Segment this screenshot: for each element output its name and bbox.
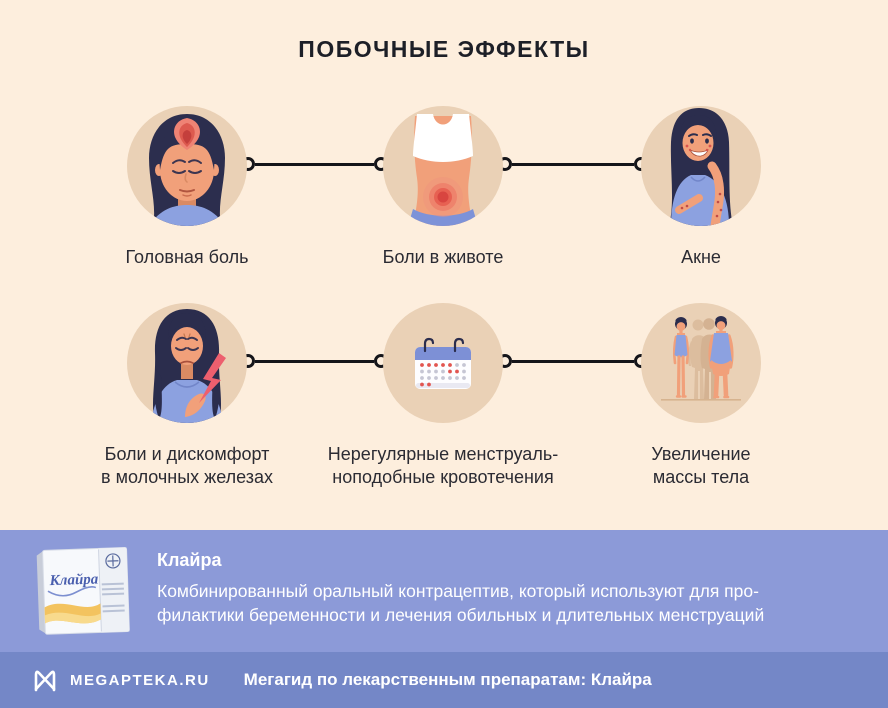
effect-label: в молочных железах (101, 467, 273, 487)
calendar-illustration (383, 303, 503, 423)
effect-headache: Головная боль (47, 106, 327, 269)
product-box-image: Клайра (28, 544, 138, 640)
connector-segment (255, 162, 374, 166)
breast-pain-illustration (127, 303, 247, 423)
product-box-label: Клайра (48, 571, 99, 589)
effect-label: Головная боль (125, 247, 249, 267)
headache-illustration (127, 106, 247, 226)
footer-tagline: Мегагид по лекарственным препаратам: Кла… (243, 670, 652, 689)
product-panel: Клайра Клайра Комбинированный оральный к… (0, 530, 888, 652)
effect-label: Нерегулярные менструаль- (327, 444, 559, 464)
effect-acne: Акне (561, 106, 841, 269)
effect-irregular-bleeding: Нерегулярные менструаль- ноподобные кров… (303, 303, 583, 489)
page-title: ПОБОЧНЫЕ ЭФФЕКТЫ (298, 36, 590, 62)
footer-bar: MEGAPTEKA.RU Мегагид по лекарственным пр… (0, 652, 888, 708)
product-description: Комбинированный оральный контрацептив, к… (157, 580, 764, 627)
effect-label: массы тела (652, 467, 750, 487)
effect-breast-pain: Боли и дискомфорт в молочных железах (47, 303, 327, 489)
effect-label: Акне (681, 247, 721, 267)
megapteka-logo-icon (34, 670, 56, 692)
weight-gain-illustration (641, 303, 761, 423)
connector-segment (255, 359, 374, 363)
acne-illustration (641, 106, 761, 226)
effect-weight-gain: Увеличение массы тела (561, 303, 841, 489)
connector-segment (512, 359, 634, 363)
stomach-pain-illustration (383, 106, 503, 226)
product-description-line: филактики беременности и лечения обильны… (157, 604, 765, 625)
footer-brand: MEGAPTEKA.RU (70, 671, 210, 689)
effect-label: ноподобные кровотечения (332, 467, 554, 487)
product-name: Клайра (157, 550, 222, 570)
effect-label: Увеличение (651, 444, 751, 464)
connector-segment (512, 162, 634, 166)
effect-label: Боли и дискомфорт (104, 444, 270, 464)
product-description-line: Комбинированный оральный контрацептив, к… (157, 581, 759, 601)
effect-stomach-pain: Боли в животе (303, 106, 583, 269)
effect-label: Боли в животе (382, 247, 504, 267)
